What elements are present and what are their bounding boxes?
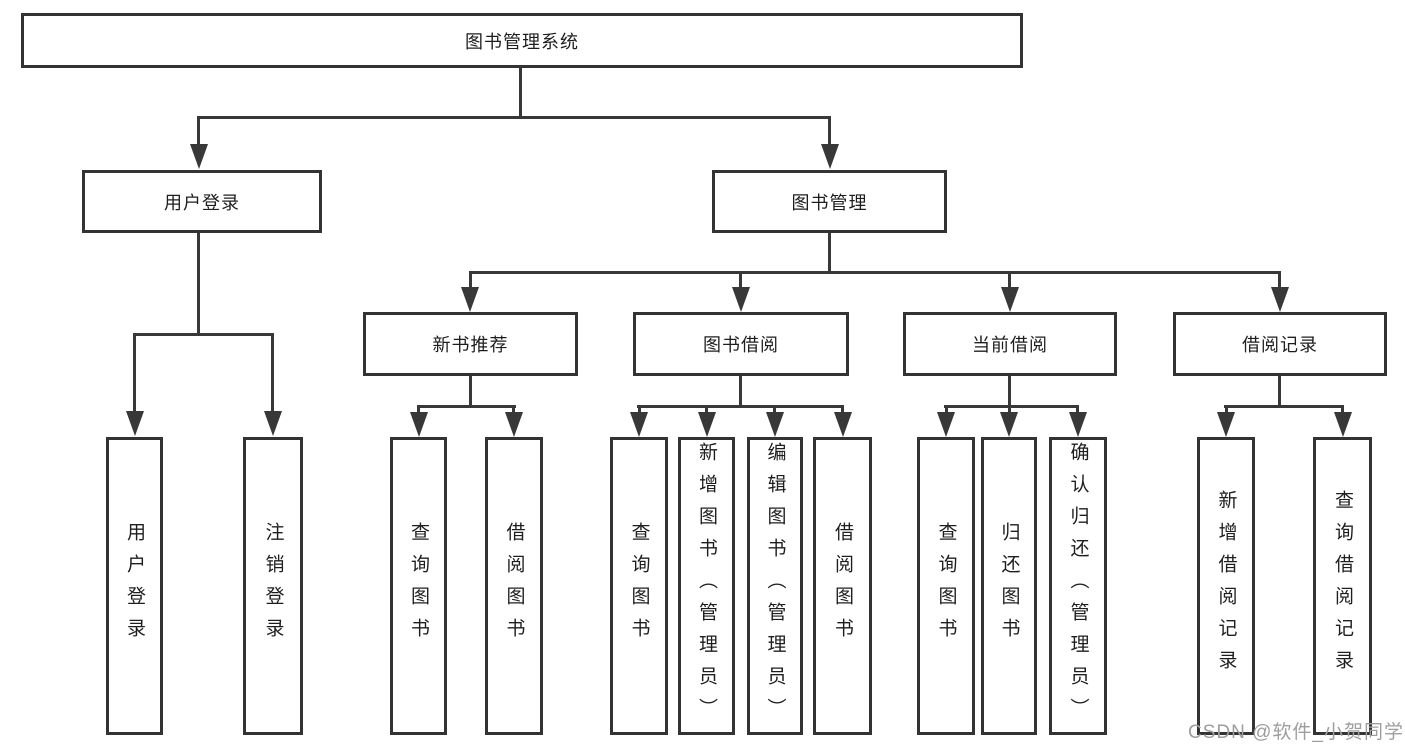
arrowhead-down-icon bbox=[505, 412, 523, 437]
arrowhead-down-icon bbox=[190, 144, 208, 169]
arrowhead-down-icon bbox=[630, 412, 648, 437]
connector-root-drop bbox=[519, 68, 522, 118]
node-user-login-label: 用户登录 bbox=[164, 192, 240, 213]
arrowhead-down-icon bbox=[834, 412, 852, 437]
connector-drop bbox=[1278, 376, 1281, 407]
leaf-query-books-borrowing-label: 查询图书 bbox=[628, 522, 650, 650]
leaf-borrow-books-label: 借阅图书 bbox=[832, 522, 853, 650]
node-borrowing-records: 借阅记录 bbox=[1173, 312, 1387, 376]
arrowhead-down-icon bbox=[1069, 412, 1087, 437]
connector-branch bbox=[944, 405, 1079, 408]
node-current-borrowing: 当前借阅 bbox=[903, 312, 1117, 376]
connector-user-login-drop bbox=[197, 233, 200, 335]
leaf-query-books-recommend: 查询图书 bbox=[390, 437, 447, 735]
connector-drop bbox=[739, 376, 742, 407]
arrowhead-down-icon bbox=[126, 411, 144, 436]
connector-branch bbox=[417, 405, 516, 408]
connector-branch-level1 bbox=[197, 116, 831, 119]
connector-stem bbox=[1278, 274, 1281, 288]
connector-drop bbox=[469, 376, 472, 407]
arrowhead-down-icon bbox=[410, 412, 428, 437]
leaf-return-books-label: 归还图书 bbox=[998, 522, 1020, 650]
node-current-borrowing-label: 当前借阅 bbox=[972, 335, 1048, 355]
leaf-return-books: 归还图书 bbox=[981, 437, 1037, 735]
node-user-login: 用户登录 bbox=[82, 170, 322, 233]
node-book-management-label: 图书管理 bbox=[791, 192, 868, 213]
leaf-query-books-current-label: 查询图书 bbox=[935, 522, 957, 650]
arrowhead-down-icon bbox=[1271, 287, 1289, 312]
leaf-user-login: 用户登录 bbox=[106, 437, 163, 735]
leaf-query-borrow-record: 查询借阅记录 bbox=[1313, 437, 1372, 735]
connector-stem bbox=[1008, 274, 1011, 288]
connector-stem bbox=[271, 336, 274, 412]
arrowhead-down-icon bbox=[698, 412, 716, 437]
leaf-add-borrow-record-label: 新增借阅记录 bbox=[1215, 490, 1237, 682]
connector-stem bbox=[828, 119, 831, 145]
node-new-book-recommend-label: 新书推荐 bbox=[432, 335, 509, 355]
leaf-query-books-borrowing: 查询图书 bbox=[610, 437, 668, 735]
arrowhead-down-icon bbox=[821, 144, 839, 169]
leaf-logout: 注销登录 bbox=[243, 437, 303, 735]
connector-branch bbox=[1224, 405, 1344, 408]
leaf-add-borrow-record: 新增借阅记录 bbox=[1197, 437, 1255, 735]
leaf-add-books-admin: 新增图书（管理员） bbox=[678, 437, 735, 735]
arrowhead-down-icon bbox=[461, 287, 479, 312]
node-book-borrowing: 图书借阅 bbox=[633, 312, 849, 376]
arrowhead-down-icon bbox=[766, 412, 784, 437]
arrowhead-down-icon bbox=[1000, 412, 1018, 437]
leaf-edit-books-admin-label: 编辑图书（管理员） bbox=[764, 442, 786, 730]
connector-branch bbox=[637, 405, 844, 408]
leaf-confirm-return-admin: 确认归还（管理员） bbox=[1049, 437, 1107, 735]
leaf-query-books-current: 查询图书 bbox=[917, 437, 975, 735]
leaf-user-login-label: 用户登录 bbox=[124, 522, 145, 650]
leaf-logout-label: 注销登录 bbox=[262, 522, 284, 650]
leaf-borrow-books-recommend-label: 借阅图书 bbox=[503, 522, 525, 650]
arrowhead-down-icon bbox=[1001, 287, 1019, 312]
arrowhead-down-icon bbox=[1334, 412, 1352, 437]
leaf-query-borrow-record-label: 查询借阅记录 bbox=[1332, 490, 1353, 682]
csdn-watermark: CSDN @软件_小贺同学 bbox=[1188, 722, 1404, 743]
connector-branch-level2 bbox=[469, 271, 1281, 274]
leaf-edit-books-admin: 编辑图书（管理员） bbox=[747, 437, 803, 735]
node-borrowing-records-label: 借阅记录 bbox=[1242, 335, 1318, 355]
connector-book-management-drop bbox=[828, 233, 831, 273]
connector-branch-user-login bbox=[133, 333, 274, 336]
connector-stem bbox=[739, 274, 742, 288]
arrowhead-down-icon bbox=[732, 287, 750, 312]
connector-stem bbox=[197, 119, 200, 145]
connector-stem bbox=[133, 336, 136, 412]
leaf-confirm-return-admin-label: 确认归还（管理员） bbox=[1067, 442, 1089, 730]
arrowhead-down-icon bbox=[264, 411, 282, 436]
arrowhead-down-icon bbox=[1217, 412, 1235, 437]
node-library-system-label: 图书管理系统 bbox=[465, 31, 579, 52]
arrowhead-down-icon bbox=[937, 412, 955, 437]
leaf-borrow-books: 借阅图书 bbox=[813, 437, 872, 735]
leaf-borrow-books-recommend: 借阅图书 bbox=[485, 437, 543, 735]
node-library-system: 图书管理系统 bbox=[21, 13, 1023, 68]
node-new-book-recommend: 新书推荐 bbox=[363, 312, 578, 376]
leaf-add-books-admin-label: 新增图书（管理员） bbox=[696, 442, 717, 730]
node-book-borrowing-label: 图书借阅 bbox=[703, 335, 779, 355]
connector-stem bbox=[469, 274, 472, 288]
leaf-query-books-recommend-label: 查询图书 bbox=[408, 522, 429, 650]
node-book-management: 图书管理 bbox=[712, 170, 947, 233]
connector-drop bbox=[1008, 376, 1011, 407]
